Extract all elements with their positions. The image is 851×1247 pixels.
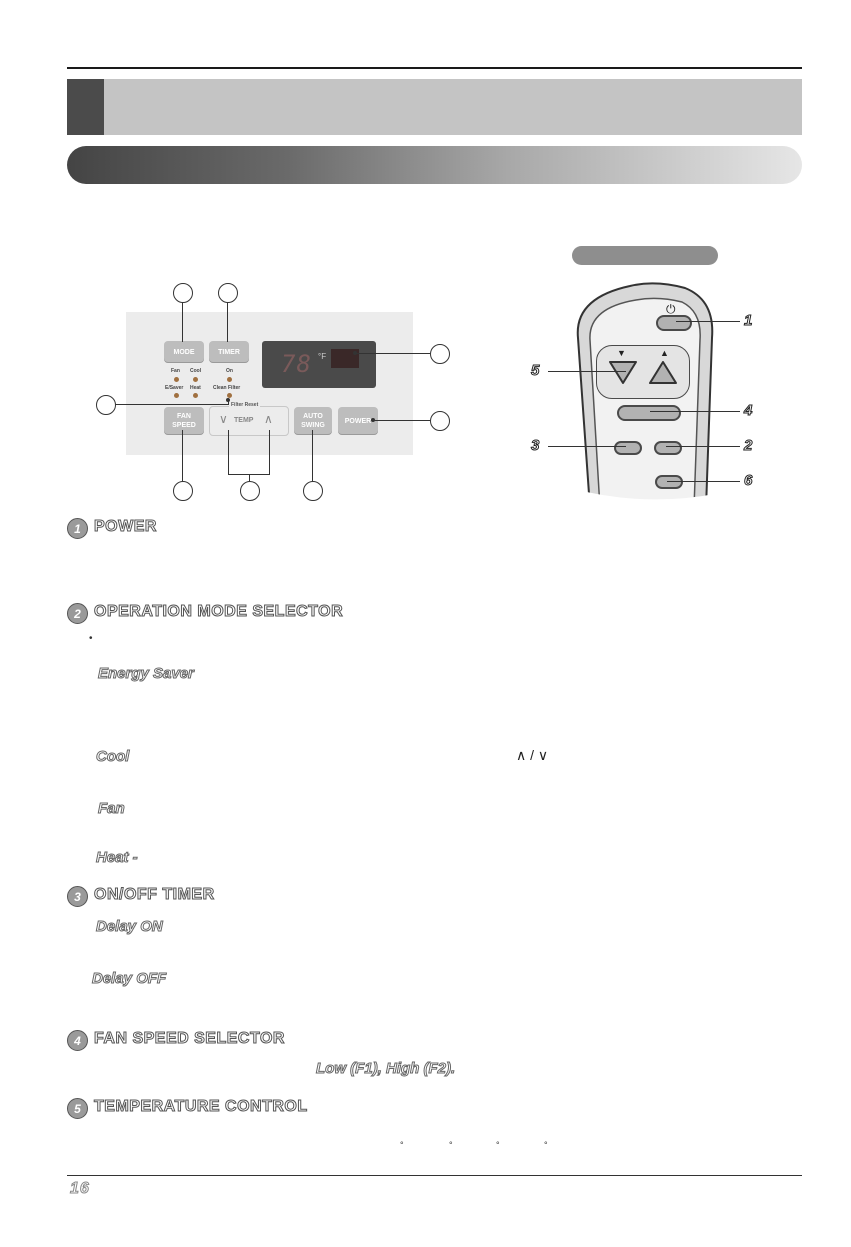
display-unit: °F	[318, 352, 327, 361]
temp-up-button[interactable]: ∧	[264, 412, 273, 426]
degree-mark: °	[400, 1140, 404, 1150]
led-label-clean-filter: Clean Filter	[213, 385, 241, 391]
callout-line	[667, 481, 740, 482]
callout-line	[228, 430, 229, 475]
remote-temp-frame	[596, 345, 690, 399]
callout-line	[228, 474, 270, 475]
section-number-badge: 5	[67, 1098, 88, 1119]
callout-line	[548, 371, 626, 372]
mode-item-cool: Cool	[95, 748, 130, 766]
callout-line	[227, 302, 228, 342]
remote-callout-5: 5	[530, 362, 540, 380]
remote-callout-6: 6	[743, 472, 753, 490]
remote-temp-up-button[interactable]	[648, 358, 678, 386]
page-number: 16	[70, 1180, 90, 1198]
top-rule	[67, 67, 802, 69]
callout-circle-clean-filter	[96, 395, 116, 415]
remote-callout-2: 2	[743, 437, 753, 455]
degree-mark: °	[449, 1140, 453, 1150]
remote-temp-down-button[interactable]	[608, 358, 638, 386]
led-label-on: On	[226, 368, 233, 374]
remote-mode-button[interactable]	[654, 441, 682, 455]
section-number-badge: 2	[67, 603, 88, 624]
remote-swing-button[interactable]	[655, 475, 683, 489]
remote-callout-3: 3	[530, 437, 540, 455]
callout-line	[182, 302, 183, 342]
fan-speed-options: Low (F1), High (F2).	[315, 1060, 456, 1078]
callout-dot	[371, 418, 375, 422]
auto-swing-button[interactable]: AUTO SWING	[294, 407, 332, 435]
callout-dot	[353, 351, 357, 355]
callout-line	[650, 411, 740, 412]
section-title-operation-mode: OPERATION MODE SELECTOR	[93, 603, 344, 621]
led-label-heat: Heat	[190, 385, 201, 391]
section-title-fan-speed: FAN SPEED SELECTOR	[94, 1030, 285, 1048]
callout-circle-temp	[240, 481, 260, 501]
callout-line	[373, 420, 430, 421]
degree-mark: °	[544, 1140, 548, 1150]
remote-down-arrow-label: ▼	[617, 348, 626, 358]
bottom-rule	[67, 1175, 802, 1176]
callout-circle-power	[430, 411, 450, 431]
temp-label: TEMP	[234, 417, 254, 424]
display-sub-window	[331, 349, 359, 368]
remote-power-symbol: ⏻	[666, 302, 676, 316]
remote-fan-speed-button[interactable]	[617, 405, 681, 421]
callout-line	[666, 446, 740, 447]
mode-item-heat: Heat -	[96, 849, 139, 867]
section-title-power: POWER	[94, 518, 157, 536]
remote-power-button[interactable]	[656, 315, 692, 331]
section-number-badge: 1	[67, 518, 88, 539]
filter-reset-label: Filter Reset	[229, 402, 261, 408]
led-fan	[174, 377, 179, 382]
section-title-timer: ON/OFF TIMER	[94, 886, 215, 904]
display-digits: 78	[281, 350, 312, 378]
cool-arrows: ∧ / ∨	[516, 747, 549, 763]
mode-item-energy-saver: Energy Saver	[98, 665, 195, 683]
degree-mark: °	[496, 1140, 500, 1150]
remote-timer-button[interactable]	[614, 441, 642, 455]
led-cool	[193, 377, 198, 382]
callout-line	[115, 404, 228, 405]
remote-caption-bar	[572, 246, 718, 265]
fan-speed-button[interactable]: FAN SPEED	[164, 407, 204, 435]
callout-line	[548, 446, 626, 447]
led-heat	[193, 393, 198, 398]
callout-circle-fan-speed	[173, 481, 193, 501]
remote-callout-4: 4	[743, 402, 753, 420]
timer-item-delay-on: Delay ON	[96, 918, 164, 936]
led-clean-filter	[227, 393, 232, 398]
temp-down-button[interactable]: ∨	[219, 412, 228, 426]
timer-button[interactable]: TIMER	[209, 341, 249, 363]
callout-circle-timer	[218, 283, 238, 303]
section-number-badge: 3	[67, 886, 88, 907]
section-header-block	[67, 79, 104, 135]
bullet-point: •	[89, 633, 93, 644]
callout-circle-display	[430, 344, 450, 364]
subsection-title-bar	[67, 146, 802, 184]
remote-callout-1: 1	[743, 312, 753, 330]
section-title-temperature: TEMPERATURE CONTROL	[94, 1098, 308, 1116]
remote-up-arrow-label: ▲	[660, 348, 669, 358]
callout-circle-auto-swing	[303, 481, 323, 501]
callout-line	[228, 400, 229, 405]
timer-item-delay-off: Delay OFF	[91, 970, 167, 988]
callout-line	[676, 321, 740, 322]
section-header-bar	[67, 79, 802, 135]
section-number-badge: 4	[67, 1030, 88, 1051]
mode-item-fan: Fan	[98, 800, 126, 818]
callout-line	[182, 430, 183, 481]
led-label-cool: Cool	[190, 368, 202, 374]
callout-circle-mode	[173, 283, 193, 303]
callout-line	[269, 430, 270, 475]
mode-button[interactable]: MODE	[164, 341, 204, 363]
led-label-esaver: E/Saver	[165, 385, 184, 391]
led-esaver	[174, 393, 179, 398]
callout-line	[249, 474, 250, 481]
callout-line	[312, 430, 313, 481]
callout-line	[355, 353, 430, 354]
led-label-fan: Fan	[171, 368, 180, 374]
led-on	[227, 377, 232, 382]
